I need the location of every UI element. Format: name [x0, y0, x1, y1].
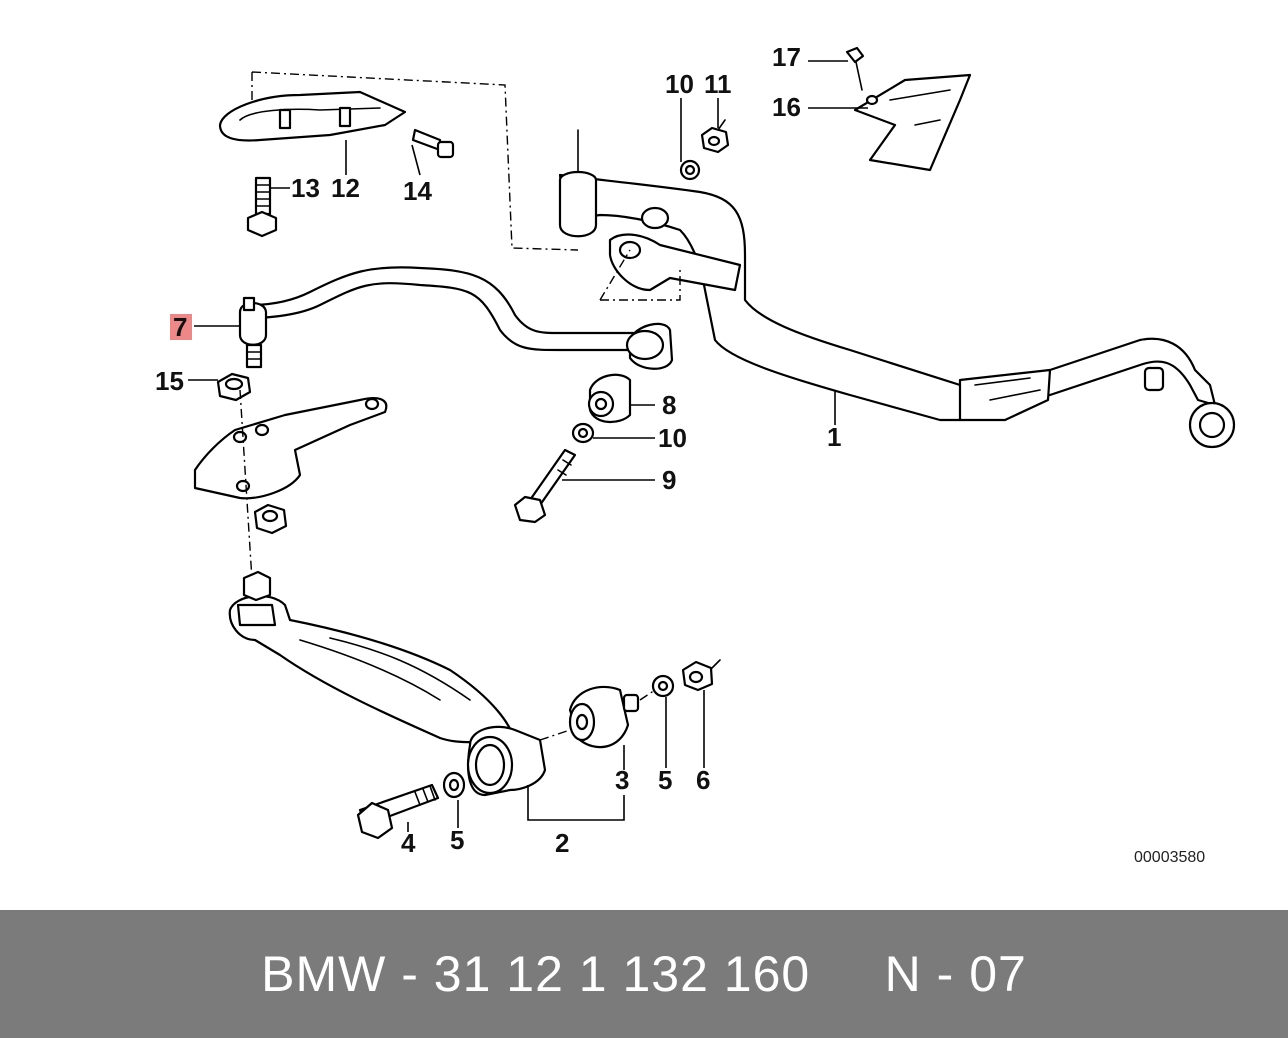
- bushing-part-8: [513, 322, 674, 524]
- callout-13: 13: [291, 173, 320, 203]
- callout-7: 7: [173, 312, 187, 342]
- part-number-text: BMW - 31 12 1 132 160 N - 07: [261, 946, 1027, 1002]
- diagram-reference-code: 00003580: [1134, 849, 1205, 866]
- callout-11: 11: [704, 69, 732, 99]
- callout-9: 9: [662, 465, 676, 495]
- callout-16: 16: [772, 92, 801, 122]
- bracket-part-16: [845, 46, 972, 172]
- leader-lines: [188, 60, 868, 832]
- callout-17: 17: [772, 42, 801, 72]
- parts-diagram: 17 16 10 11 13 12 14 7 15 8 10 9 1 3 5 6…: [155, 42, 1236, 866]
- axle-carrier-part-1: [558, 129, 1236, 449]
- callout-4: 4: [401, 828, 416, 858]
- callout-labels: 17 16 10 11 13 12 14 7 15 8 10 9 1 3 5 6…: [155, 42, 1205, 866]
- callout-8: 8: [662, 390, 676, 420]
- washer-nut-top: [679, 119, 730, 181]
- callout-5-left: 5: [450, 825, 464, 855]
- callout-10-top: 10: [665, 69, 694, 99]
- stabilizer-link-part-7: [216, 266, 642, 402]
- callout-1: 1: [827, 422, 841, 452]
- callout-14: 14: [403, 176, 432, 206]
- callout-10-mid: 10: [658, 423, 687, 453]
- mount-plate-part-12: [218, 71, 579, 251]
- callout-5-right: 5: [658, 765, 672, 795]
- callout-15: 15: [155, 366, 184, 396]
- callout-7-highlight: [170, 314, 192, 340]
- callout-6: 6: [696, 765, 710, 795]
- callout-3: 3: [615, 765, 629, 795]
- strut-bracket-plate: [193, 389, 388, 581]
- callout-2: 2: [555, 828, 569, 858]
- control-arm-part-2: [228, 570, 721, 840]
- callout-12: 12: [331, 173, 360, 203]
- part-number-banner: BMW - 31 12 1 132 160 N - 07: [0, 910, 1288, 1038]
